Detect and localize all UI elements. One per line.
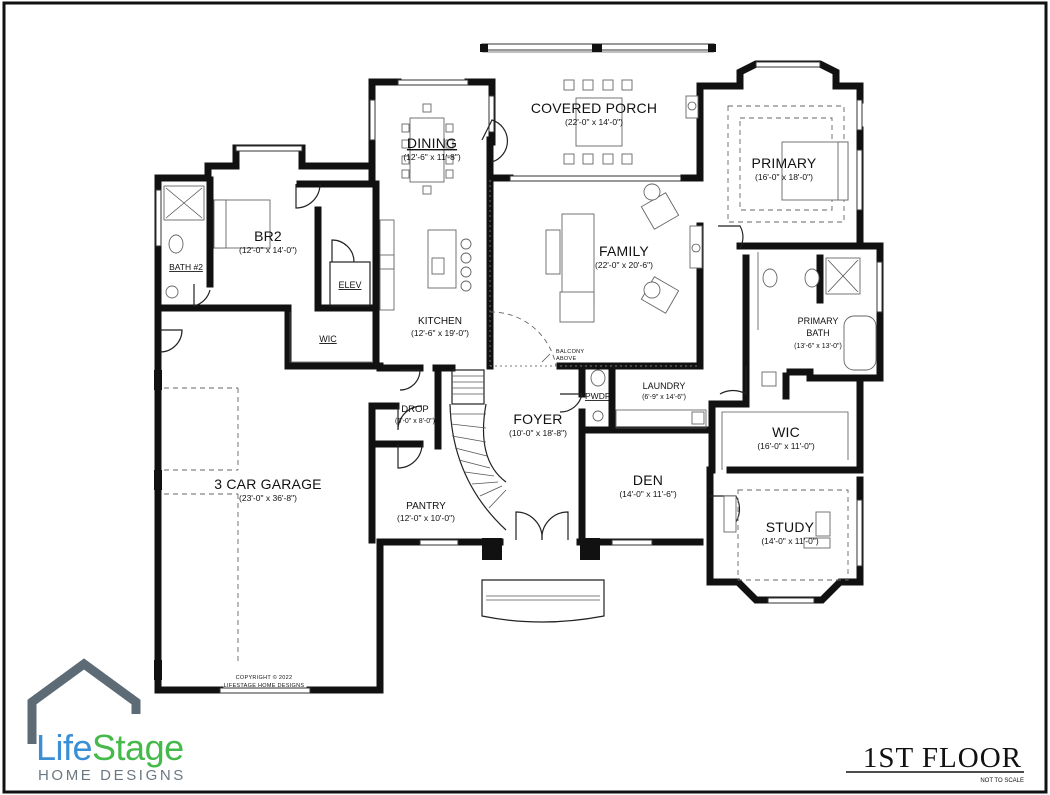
family-label: FAMILY (599, 243, 649, 259)
logo-word-stage: Stage (92, 727, 184, 768)
balcony-note-2: ABOVE (556, 356, 576, 362)
sheet-subtitle: NOT TO SCALE (980, 778, 1024, 784)
laundry-dims: (6'-9" x 14'-6") (642, 394, 686, 401)
logo-wordmark: LifeStage (36, 727, 184, 768)
bath2-label: BATH #2 (169, 262, 203, 272)
covered-porch-label: COVERED PORCH (531, 100, 657, 116)
lifestage-logo: LifeStage HOME DESIGNS (27, 658, 186, 784)
dining-label: DINING (407, 135, 457, 151)
family-dims: (22'-0" x 20'-6") (595, 260, 653, 270)
foyer-dims: (10'-0" x 18'-8") (509, 428, 567, 438)
laundry-label: LAUNDRY (643, 381, 686, 391)
covered-porch-dims: (22'-0" x 14'-0") (565, 117, 623, 127)
pantry-dims: (12'-0" x 10'-0") (397, 513, 455, 523)
kitchen-dims: (12'-6" x 19'-0") (411, 328, 469, 338)
fixtures (159, 79, 877, 662)
garage-label: 3 CAR GARAGE (214, 476, 321, 492)
drop-dims: (6'-0" x 8'-0") (395, 418, 435, 425)
sheet-title: 1ST FLOOR (863, 742, 1022, 774)
study-dims: (14'-0" x 11'-0") (761, 536, 818, 546)
primary-bath-label-1: PRIMARY (798, 316, 839, 326)
logo-tagline: HOME DESIGNS (38, 767, 186, 784)
title-block: 1ST FLOOR NOT TO SCALE (846, 742, 1024, 784)
primary-dims: (16'-0" x 18'-0") (755, 172, 813, 182)
wic-dims: (16'-0" x 11'-0") (757, 441, 814, 451)
wic-label: WIC (772, 424, 800, 440)
exterior-walls (154, 43, 884, 694)
foyer-label: FOYER (513, 411, 562, 427)
br2-dims: (12'-0" x 14'-0") (239, 245, 297, 255)
wic-small-label: WIC (319, 334, 337, 344)
stairs (449, 369, 507, 531)
primary-label: PRIMARY (752, 155, 817, 171)
copyright-line-2: LIFESTAGE HOME DESIGNS (224, 683, 305, 689)
drop-label: DROP (401, 404, 428, 415)
br2-label: BR2 (254, 228, 282, 244)
copyright-line-1: COPYRIGHT © 2022 (236, 674, 293, 681)
logo-word-life: Life (36, 727, 92, 768)
elev-label: ELEV (338, 280, 361, 290)
interior-walls (206, 136, 864, 544)
garage-dims: (23'-0" x 36'-8") (239, 493, 297, 503)
dining-dims: (12'-6" x 11'-8") (403, 152, 460, 162)
room-labels: COVERED PORCH (22'-0" x 14'-0") DINING (… (169, 100, 842, 689)
pantry-label: PANTRY (406, 501, 446, 512)
primary-bath-label-2: BATH (806, 328, 829, 338)
house-outline-icon (27, 658, 141, 730)
balcony-note-1: BALCONY (556, 349, 584, 355)
primary-bath-dims: (13'-6" x 13'-0") (794, 343, 842, 350)
study-label: STUDY (766, 519, 815, 535)
kitchen-label: KITCHEN (418, 316, 462, 327)
den-label: DEN (633, 472, 663, 488)
den-dims: (14'-0" x 11'-6") (619, 489, 676, 499)
pwdr-label: PWDR (585, 391, 611, 401)
